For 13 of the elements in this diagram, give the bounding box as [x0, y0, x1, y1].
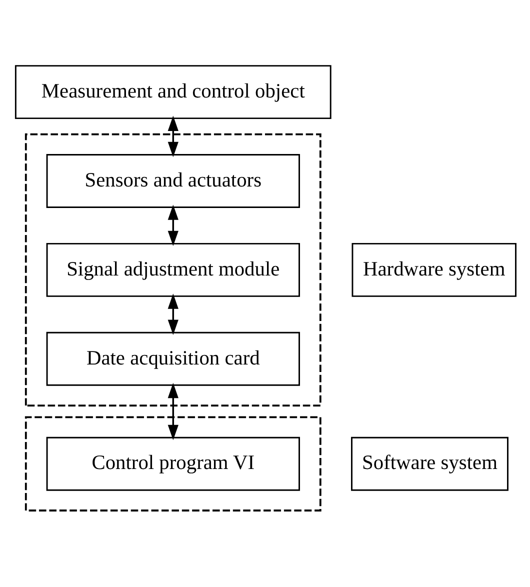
arrow [168, 115, 178, 157]
arrow [168, 293, 178, 334]
node-box: Software system [351, 436, 508, 490]
cluster [24, 416, 322, 511]
node-box: Signal adjustment module [46, 242, 300, 296]
node-box: Control program VI [46, 436, 300, 490]
arrow [168, 382, 178, 440]
node-box: Hardware system [352, 242, 516, 296]
node-box: Measurement and control object [14, 64, 332, 119]
node-box: Sensors and actuators [46, 154, 300, 208]
node-box: Date acquisition card [46, 331, 300, 386]
arrow [168, 204, 178, 246]
cluster [24, 132, 322, 406]
